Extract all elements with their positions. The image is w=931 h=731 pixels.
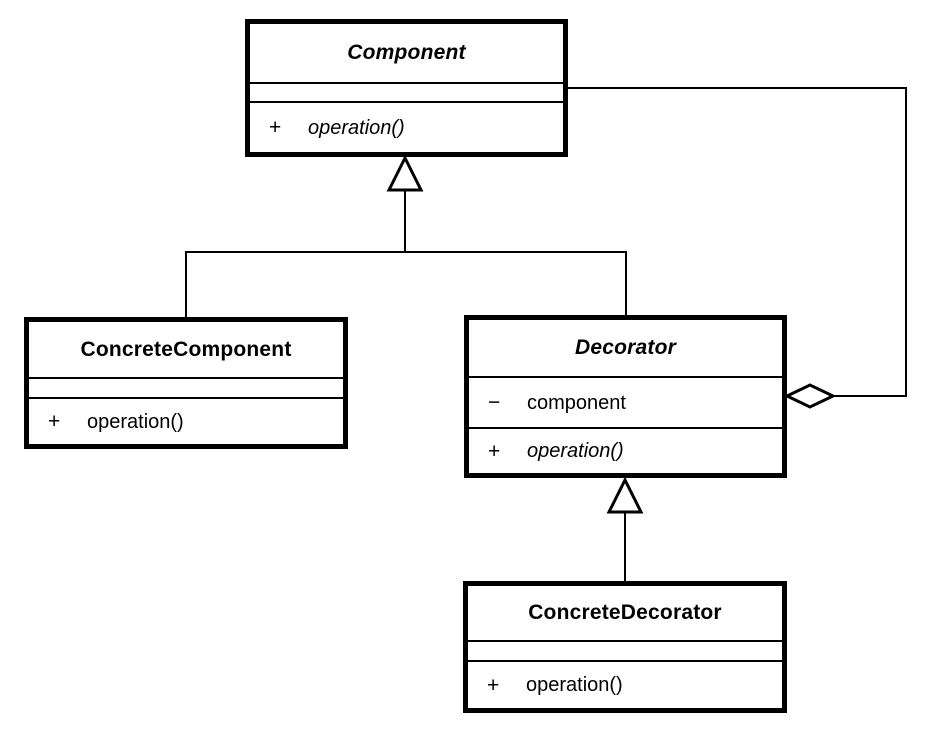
operation-row: + operation(): [469, 441, 782, 462]
operation-name: operation(): [87, 410, 184, 433]
attributes-section: [468, 642, 782, 662]
visibility-sign: +: [48, 410, 61, 433]
operations-section: + operation(): [29, 399, 343, 444]
class-name: ConcreteComponent: [29, 322, 343, 379]
operation-row: + operation(): [29, 411, 343, 432]
class-name: Decorator: [469, 320, 782, 378]
aggregation-diamond-icon: [783, 383, 837, 409]
generalization-connector-branches: [185, 251, 627, 318]
operation-row: + operation(): [250, 117, 563, 138]
inheritance-triangle-icon-2: [606, 476, 644, 514]
visibility-sign: +: [488, 439, 501, 463]
operation-row: + operation(): [468, 675, 782, 696]
attribute-name: component: [527, 391, 626, 414]
operations-section: + operation(): [468, 662, 782, 708]
attributes-section: − component: [469, 378, 782, 429]
class-box-concretedecorator: ConcreteDecorator + operation(): [463, 581, 787, 713]
attribute-row: − component: [469, 392, 782, 413]
class-name: Component: [250, 24, 563, 84]
visibility-sign: +: [487, 673, 500, 697]
class-name: ConcreteDecorator: [468, 586, 782, 642]
operation-name: operation(): [526, 674, 623, 696]
operations-section: + operation(): [250, 103, 563, 152]
class-box-component: Component + operation(): [245, 19, 568, 157]
aggregation-connector: [568, 87, 907, 397]
operation-name: operation(): [527, 440, 624, 462]
visibility-sign: −: [488, 391, 501, 414]
class-box-concretecomponent: ConcreteComponent + operation(): [24, 317, 348, 449]
attributes-section: [29, 379, 343, 399]
visibility-sign: +: [269, 116, 282, 139]
attributes-section: [250, 84, 563, 103]
inheritance-triangle-icon: [386, 154, 424, 192]
operation-name: operation(): [308, 116, 405, 139]
class-box-decorator: Decorator − component + operation(): [464, 315, 787, 478]
operations-section: + operation(): [469, 429, 782, 473]
